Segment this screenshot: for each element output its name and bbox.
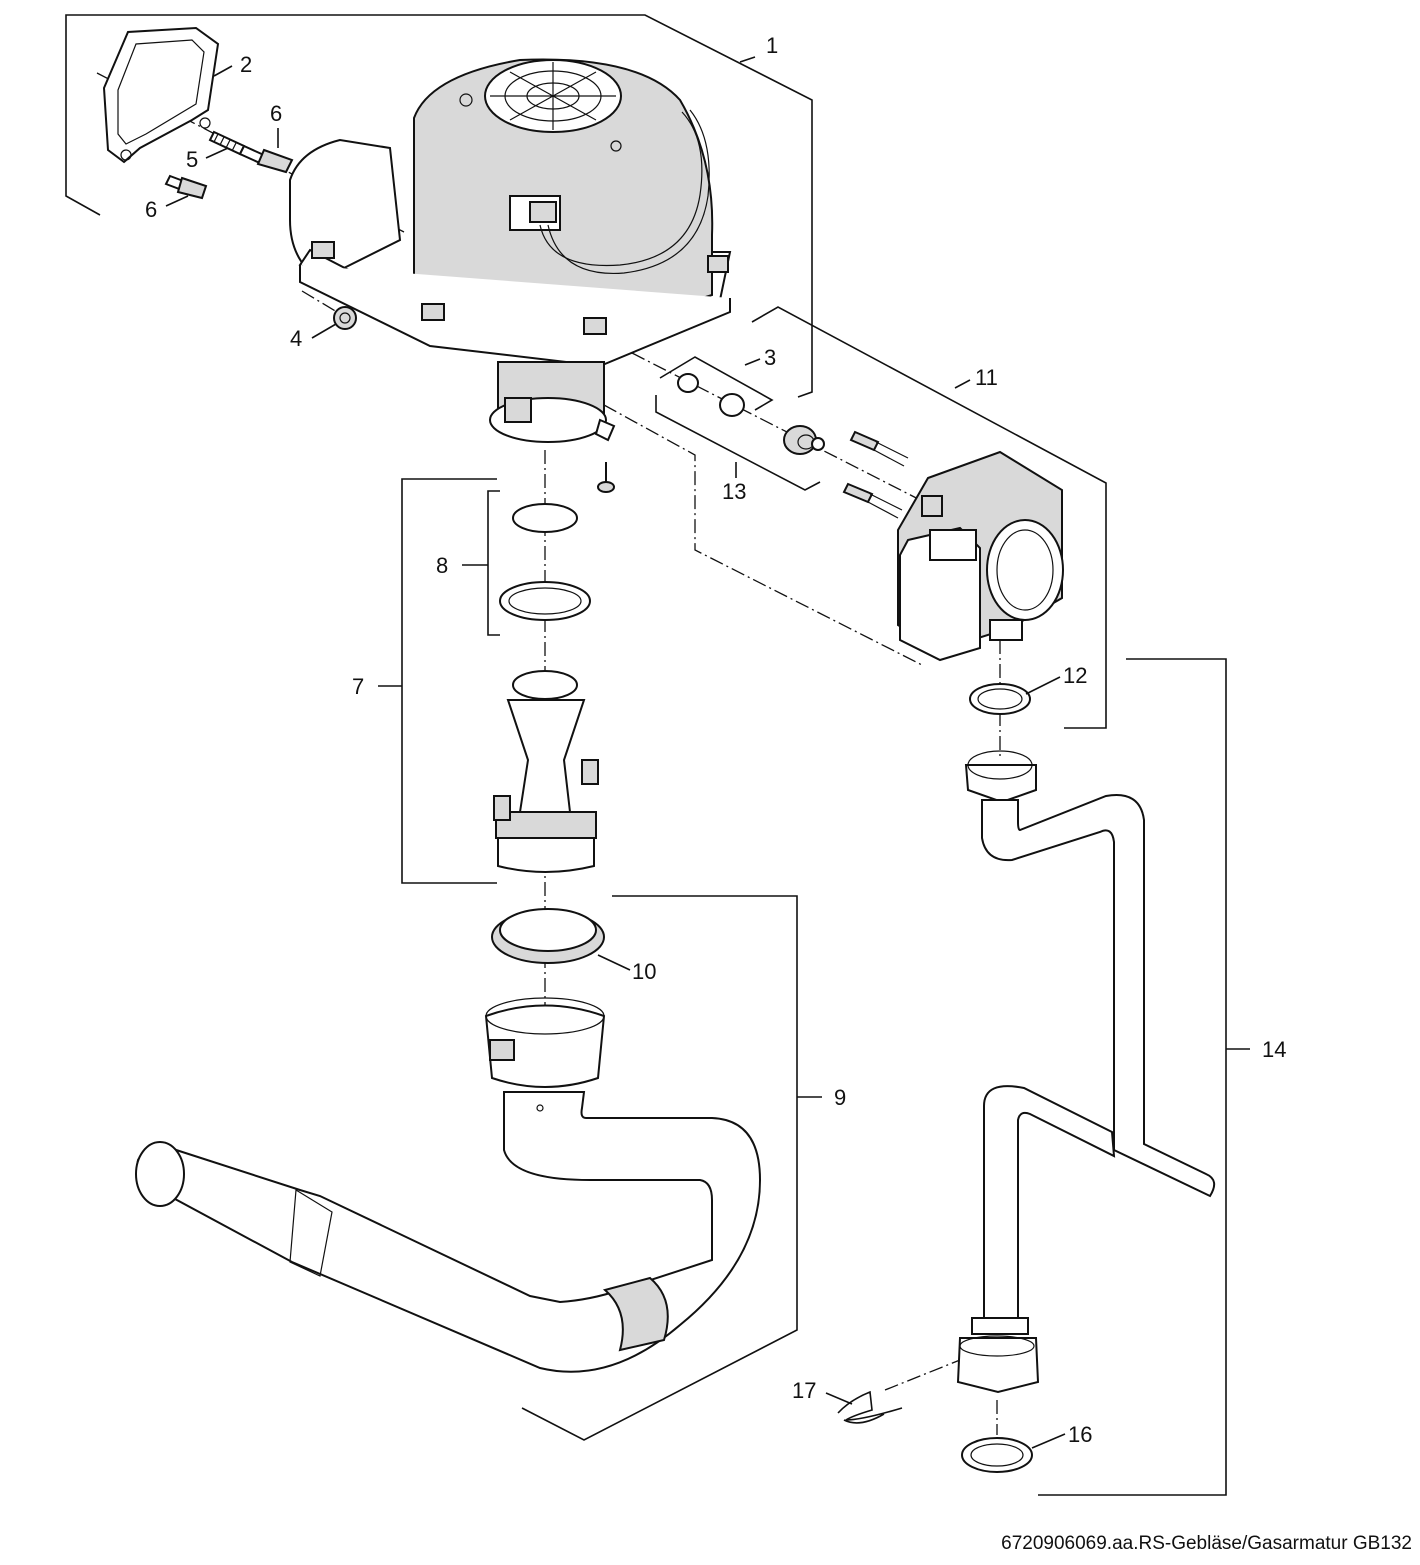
label-part-10: 10 [632,959,656,984]
label-part-6-upper: 6 [270,101,282,126]
label-part-6-lower: 6 [145,197,157,222]
label-part-4: 4 [290,326,302,351]
bracket-group-1 [65,14,813,398]
bracket-group-11 [751,306,1107,729]
bracket-group-3 [659,356,774,411]
drawing-reference: 6720906069.aa.RS-Gebläse/Gasarmatur GB13… [1001,1533,1412,1554]
seal-part-12 [969,683,1031,715]
label-part-3: 3 [764,345,776,370]
label-part-12: 12 [1063,663,1087,688]
label-part-17: 17 [792,1378,816,1403]
venturi-part-7 [493,670,599,873]
gas-valve-screws [842,430,909,519]
label-part-8: 8 [436,553,448,578]
o-rings-part-8 [499,503,591,621]
bracket-group-7 [378,478,497,884]
bracket-group-8 [462,490,500,636]
label-part-5: 5 [186,147,198,172]
label-part-9: 9 [834,1085,846,1110]
gas-pipe-part-14 [956,750,1216,1394]
bracket-group-9 [521,895,822,1441]
label-part-11: 11 [975,365,998,390]
fan-blower-part-1 [289,58,732,443]
screw-part-6-lower [164,174,208,200]
label-part-1: 1 [766,33,778,58]
insert-part-13 [783,425,825,455]
clip-part-17 [837,1390,903,1424]
bracket-group-13 [655,395,821,491]
o-rings-part-3 [677,373,745,417]
stud-part-5 [208,130,246,156]
seal-part-16 [961,1437,1033,1473]
screw-part-6-upper [238,144,294,174]
gasket-part-2 [102,26,220,164]
label-part-2: 2 [240,52,252,77]
nut-part-4 [333,306,357,330]
bracket-group-14 [1038,658,1250,1496]
gas-valve-part-11 [897,450,1064,662]
label-part-16: 16 [1068,1422,1092,1447]
screw-under-fan [597,462,615,493]
seal-ring-part-10 [491,908,605,964]
leader-lines [165,65,1066,1449]
suction-pipe-part-9 [135,997,762,1373]
label-part-13: 13 [722,479,746,504]
label-part-7: 7 [352,674,364,699]
label-part-14: 14 [1262,1037,1286,1062]
